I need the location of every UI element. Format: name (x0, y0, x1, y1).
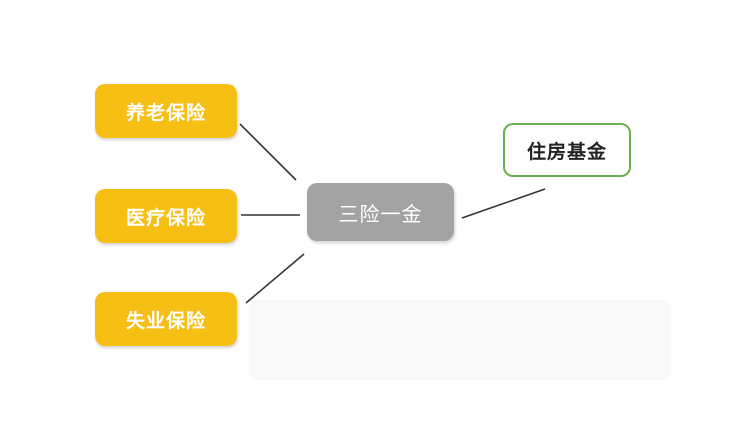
connector-center-fund (461, 188, 546, 219)
background-shade (250, 300, 670, 380)
node-housing-fund: 住房基金 (503, 123, 631, 177)
connector-yanglao-center (239, 123, 297, 181)
node-center-three-insurances-one-fund: 三险一金 (307, 183, 454, 241)
node-pension-insurance: 养老保险 (95, 84, 237, 138)
node-unemployment-insurance: 失业保险 (95, 292, 237, 346)
node-medical-insurance: 医疗保险 (95, 189, 237, 243)
connector-shiye-center (245, 253, 305, 304)
